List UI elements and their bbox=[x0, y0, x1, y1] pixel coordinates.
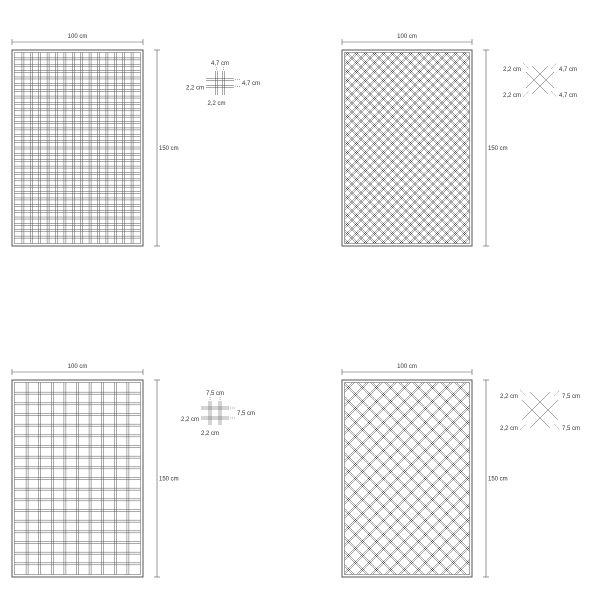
width-label: 100 cm bbox=[397, 34, 417, 40]
panel-inner-frame bbox=[14, 382, 141, 575]
dimension-lines: 100 cm 150 cm bbox=[341, 34, 508, 247]
width-label: 100 cm bbox=[397, 364, 417, 370]
dimension-lines: 100 cm 150 cm bbox=[11, 34, 179, 247]
height-label: 150 cm bbox=[159, 477, 179, 483]
svg-text:4,7 cm: 4,7 cm bbox=[559, 93, 577, 99]
height-label: 150 cm bbox=[488, 146, 508, 152]
lattice-slats bbox=[344, 52, 470, 244]
height-label: 150 cm bbox=[488, 477, 508, 483]
svg-text:2,2 cm: 2,2 cm bbox=[503, 93, 521, 99]
slat-detail: 2,2 cm 4,7 cm 2,2 cm 4,7 cm bbox=[503, 62, 577, 99]
svg-text:7,5 cm: 7,5 cm bbox=[237, 411, 255, 417]
svg-text:2,2 cm: 2,2 cm bbox=[500, 426, 518, 432]
slat-detail: 4,7 cm 4,7 cm 2,2 cm 2,2 cm bbox=[186, 61, 260, 107]
panel-diagonal-lattice-large: 100 cm 150 cm 2,2 cm 7,5 cm 2,2 cm 7,5 cm bbox=[341, 364, 580, 578]
panel-frame bbox=[11, 379, 144, 578]
width-label: 100 cm bbox=[68, 364, 88, 370]
lattice-slats bbox=[14, 382, 141, 575]
svg-text:2,2 cm: 2,2 cm bbox=[181, 417, 199, 423]
slat-detail: 2,2 cm 7,5 cm 2,2 cm 7,5 cm bbox=[500, 389, 580, 432]
svg-text:2,2 cm: 2,2 cm bbox=[503, 67, 521, 73]
svg-text:4,7 cm: 4,7 cm bbox=[211, 61, 229, 67]
lattice-slats bbox=[14, 52, 141, 244]
slat-detail: 7,5 cm 7,5 cm 2,2 cm 2,2 cm bbox=[181, 391, 255, 437]
svg-text:2,2 cm: 2,2 cm bbox=[201, 431, 219, 437]
panel-inner-frame bbox=[344, 52, 470, 244]
svg-text:7,5 cm: 7,5 cm bbox=[562, 426, 580, 432]
panel-inner-frame bbox=[344, 382, 470, 575]
panel-inner-frame bbox=[14, 52, 141, 244]
panel-frame bbox=[11, 49, 144, 247]
panel-square-grid-large: 100 cm 150 cm 7,5 cm 7,5 cm 2,2 cm 2,2 cm bbox=[11, 364, 255, 578]
width-label: 100 cm bbox=[68, 34, 88, 40]
svg-text:2,2 cm: 2,2 cm bbox=[207, 101, 225, 107]
svg-text:4,7 cm: 4,7 cm bbox=[559, 67, 577, 73]
svg-text:2,2 cm: 2,2 cm bbox=[186, 86, 204, 92]
svg-text:7,5 cm: 7,5 cm bbox=[206, 391, 224, 397]
lattice-slats bbox=[344, 382, 470, 575]
svg-text:7,5 cm: 7,5 cm bbox=[562, 394, 580, 400]
svg-text:2,2 cm: 2,2 cm bbox=[500, 394, 518, 400]
panel-frame bbox=[341, 49, 473, 247]
panel-diagonal-lattice-small: 100 cm 150 cm 2,2 cm 4,7 cm 2,2 cm 4,7 cm bbox=[341, 34, 577, 247]
svg-text:4,7 cm: 4,7 cm bbox=[242, 81, 260, 87]
dimension-lines: 100 cm 150 cm bbox=[11, 364, 179, 578]
panel-frame bbox=[341, 379, 473, 578]
panel-square-grid-small: 100 cm 150 cm 4,7 cm 4,7 cm 2,2 cm 2,2 cm bbox=[11, 34, 260, 247]
dimension-lines: 100 cm 150 cm bbox=[341, 364, 508, 578]
height-label: 150 cm bbox=[159, 146, 179, 152]
